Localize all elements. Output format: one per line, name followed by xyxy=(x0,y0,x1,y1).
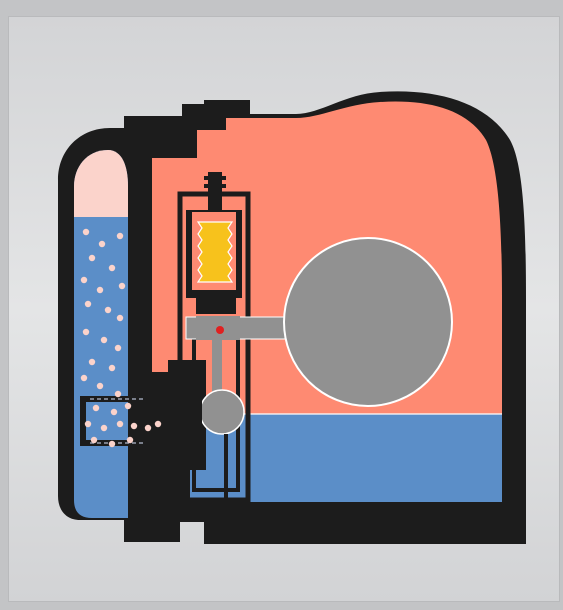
bubble xyxy=(117,315,123,321)
bubble xyxy=(125,403,131,409)
bubble xyxy=(97,287,103,293)
bubble xyxy=(109,441,115,447)
main-valve xyxy=(200,390,244,434)
bubble xyxy=(109,365,115,371)
bubble xyxy=(93,405,99,411)
ball-float xyxy=(284,238,452,406)
bubble xyxy=(85,421,91,427)
bubble xyxy=(89,255,95,261)
bubble xyxy=(97,383,103,389)
bubble xyxy=(99,241,105,247)
bubble xyxy=(83,329,89,335)
bubble xyxy=(105,307,111,313)
bubble xyxy=(85,301,91,307)
bellows-capsule xyxy=(198,222,232,282)
bubble xyxy=(119,283,125,289)
bubble xyxy=(83,229,89,235)
bubble xyxy=(81,277,87,283)
bubble xyxy=(101,425,107,431)
bubble xyxy=(91,437,97,443)
bubble xyxy=(81,375,87,381)
bubble xyxy=(89,359,95,365)
bubble xyxy=(101,337,107,343)
bubble xyxy=(155,421,161,427)
bubble xyxy=(127,437,133,443)
bubble xyxy=(115,391,121,397)
bubble xyxy=(145,425,151,431)
bubble xyxy=(117,421,123,427)
lever-pivot xyxy=(216,326,224,334)
bubble xyxy=(117,233,123,239)
bubble xyxy=(111,409,117,415)
bubble xyxy=(109,265,115,271)
bubble xyxy=(131,423,137,429)
bubble xyxy=(115,345,121,351)
